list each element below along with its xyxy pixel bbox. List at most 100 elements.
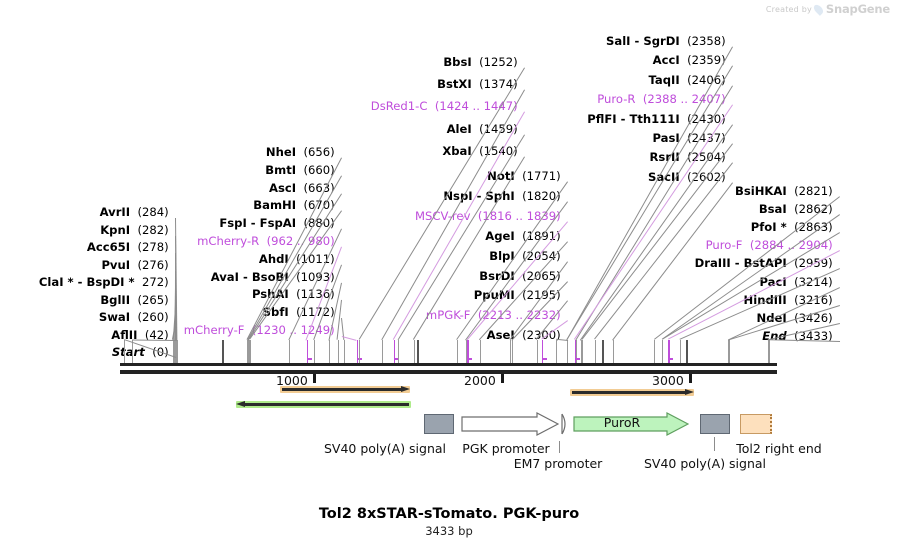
enzyme-position: (3433) [794,328,833,343]
enzyme-position: (663) [303,180,335,195]
enzyme-label: AvrII (284) [100,206,176,219]
enzyme-site-tick [175,340,177,363]
enzyme-site-tick [594,340,596,363]
enzyme-label: AccI (2359) [653,55,733,67]
enzyme-label: AleI (1459) [446,121,525,136]
enzyme-name: PfoI * [750,220,787,235]
enzyme-position: (880) [303,216,335,231]
enzyme-name: BsrDI [479,268,515,283]
enzyme-name: PvuI [101,257,131,272]
primer-site-tick [393,340,396,363]
enzyme-site-tick [580,340,582,363]
enzyme-position: (2862) [794,202,833,217]
enzyme-name: DraIII - BstAPI [694,256,787,271]
enzyme-label: BbsI (1252) [443,55,525,69]
enzyme-site-tick [382,340,384,363]
enzyme-name: NheI [265,145,297,159]
enzyme-site-tick [175,340,177,363]
enzyme-site-tick [456,340,458,363]
enzyme-name: RsrII [649,150,680,165]
enzyme-position: (1252) [479,55,518,69]
enzyme-name: BsaI [758,202,787,217]
label-leader-line [131,339,177,341]
feature-sv40-polya-2 [700,414,730,434]
enzyme-name: PasI [652,131,680,145]
backbone-upper-bar [120,363,777,366]
primer-arrow-head [236,401,245,407]
feature-pgk-promoter [461,412,560,436]
primer-bracket-foot [467,358,473,360]
enzyme-label: PfoI * (2863) [750,220,840,235]
enzyme-position: (2406) [687,72,726,87]
enzyme-name: BlpI [489,248,515,263]
enzyme-site-tick [221,340,224,363]
enzyme-position: (2054) [522,248,561,263]
enzyme-name: BstXI [437,77,472,92]
enzyme-label: AscI (663) [269,180,342,195]
enzyme-label: AflII (42) [111,329,176,342]
feature-label-pgk-promoter: PGK promoter [462,441,550,456]
primer-range: (2388 .. 2407) [642,92,726,107]
enzyme-site-tick [601,340,604,363]
feature-label-sv40-polya-1: SV40 poly(A) signal [323,441,447,456]
enzyme-label: PvuI (276) [101,257,176,272]
primer-arrow-head [685,389,694,395]
feature-tol2-right-end [740,414,772,434]
enzyme-name: XbaI [442,143,472,158]
enzyme-label: ClaI * - BspDI * 272) [39,276,176,289]
enzyme-name: AgeI [485,228,515,243]
enzyme-site-tick [466,340,468,363]
enzyme-site-tick [556,340,558,363]
primer-arrow-shaft [244,403,409,406]
primer-arrow [280,386,410,393]
primer-site-tick [356,340,359,363]
primer-name: mCherry-R [197,234,260,248]
enzyme-site-tick [337,340,339,363]
enzyme-name: Acc65I [86,240,131,254]
enzyme-label: SalI - SgrDI (2358) [606,35,733,48]
enzyme-label: BstXI (1374) [437,77,525,92]
primer-range: (1424 .. 1447) [434,99,518,114]
enzyme-position: (2437) [687,131,726,145]
feature-connector [559,441,560,453]
primer-site-tick [467,340,469,363]
enzyme-name: NspI - SphI [443,188,515,203]
enzyme-name: AscI [269,180,297,195]
snapgene-drop-icon [812,2,825,16]
enzyme-position: (3214) [794,274,833,289]
primer-bracket-foot [668,358,674,360]
enzyme-position: (2359) [687,53,726,68]
feature-inner-label: PuroR [603,415,641,430]
enzyme-label: AhdI (1011) [259,253,342,266]
enzyme-position: (670) [303,198,335,213]
enzyme-position: (656) [303,145,335,159]
enzyme-label: AseI (2300) [487,329,568,342]
primer-site-tick [306,340,309,363]
primer-site-tick [541,340,544,363]
enzyme-label: PflFI - Tth111I (2430) [587,111,733,126]
enzyme-label: End (3433) [762,328,840,343]
enzyme-name: KpnI [100,222,131,237]
page-title: Tol2 8xSTAR-sTomato. PGK-puro [318,506,580,522]
primer-bracket-foot [393,358,399,360]
enzyme-position: (660) [303,162,335,177]
primer-arrow-head [401,386,410,392]
enzyme-position: (2821) [794,184,833,198]
enzyme-site-tick [413,340,415,363]
enzyme-name: BmtI [265,162,297,177]
ruler-tick-mark [689,374,692,383]
enzyme-site-tick [131,340,133,363]
enzyme-site-tick [344,340,346,363]
enzyme-site-tick [177,340,179,363]
enzyme-site-tick [329,340,331,363]
ruler-tick-label: 2000 [464,373,496,388]
enzyme-name: PflFI - Tth111I [587,111,680,126]
enzyme-name: AleI [446,121,472,136]
enzyme-label: FspI - FspAI (880) [219,216,342,231]
enzyme-label: SwaI (260) [98,310,176,324]
enzyme-label: RsrII (2504) [650,152,734,164]
enzyme-label: BmtI (660) [265,162,342,177]
enzyme-site-tick [248,340,250,363]
enzyme-position: (276) [137,257,169,272]
enzyme-name: SwaI [98,310,131,324]
